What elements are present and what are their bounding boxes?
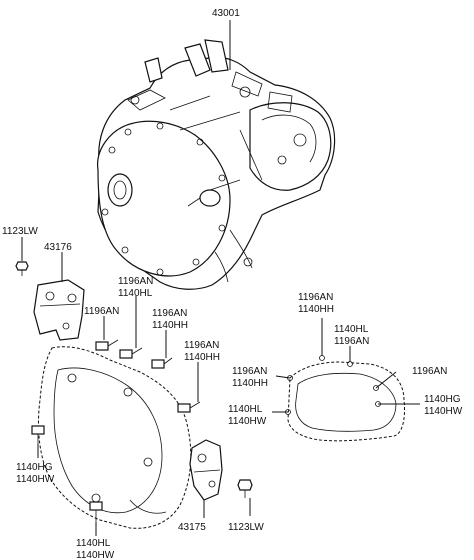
label-43175: 43175 (178, 522, 206, 533)
label-1140hh-3: 1140HH (298, 304, 334, 315)
label-1140hl-3: 1140HL (228, 404, 263, 415)
label-1196an-7: 1196AN (232, 366, 267, 377)
bolt-1140hl-bottom (89, 501, 103, 522)
transaxle-assembly (97, 39, 336, 290)
label-1196an-5: 1196AN (298, 292, 333, 303)
label-1123lw-bottom: 1123LW (228, 522, 264, 533)
label-1123lw-top: 1123LW (2, 226, 38, 237)
label-1140hw-2: 1140HW (16, 474, 55, 485)
left-cover (38, 346, 192, 529)
label-1196an-6: 1196AN (334, 336, 369, 347)
label-1140hh-4: 1140HH (232, 378, 268, 389)
label-1140hw-1: 1140HW (228, 416, 267, 427)
bolt-1140hg-left (31, 425, 45, 444)
bolt-1123lw-bottom (237, 479, 253, 498)
bolt-1196an-1140hh-a (151, 357, 173, 369)
label-1140hh-2: 1140HH (184, 352, 220, 363)
label-1140hl-1: 1140HL (118, 288, 153, 299)
label-43176: 43176 (44, 242, 72, 253)
leader-rc-1196an-1140hh-left (275, 375, 291, 379)
label-1140hl-4: 1140HL (76, 538, 111, 549)
label-1140hg-2: 1140HG (424, 394, 461, 405)
bracket-43175 (189, 439, 223, 501)
bolt-1196an-a (95, 339, 119, 351)
label-1196an-3: 1196AN (152, 308, 187, 319)
bolt-1123lw-top (15, 261, 29, 276)
label-1196an-4: 1196AN (184, 340, 219, 351)
label-1140hw-4: 1140HW (76, 550, 115, 560)
label-1196an-1: 1196AN (118, 276, 153, 287)
label-1140hl-2: 1140HL (334, 324, 369, 335)
label-1140hw-3: 1140HW (424, 406, 463, 417)
leader-rc-1196an-right (375, 371, 397, 389)
bolt-1196an-1140hl (119, 347, 143, 359)
label-1140hh-1: 1140HH (152, 320, 188, 331)
label-1140hg-1: 1140HG (16, 462, 53, 473)
bracket-43176 (33, 279, 85, 341)
label-1196an-2: 1196AN (84, 306, 119, 317)
label-1196an-8: 1196AN (412, 366, 447, 377)
bolt-1196an-1140hh-b (177, 401, 201, 413)
label-43001: 43001 (212, 8, 240, 19)
right-cover (285, 355, 405, 442)
